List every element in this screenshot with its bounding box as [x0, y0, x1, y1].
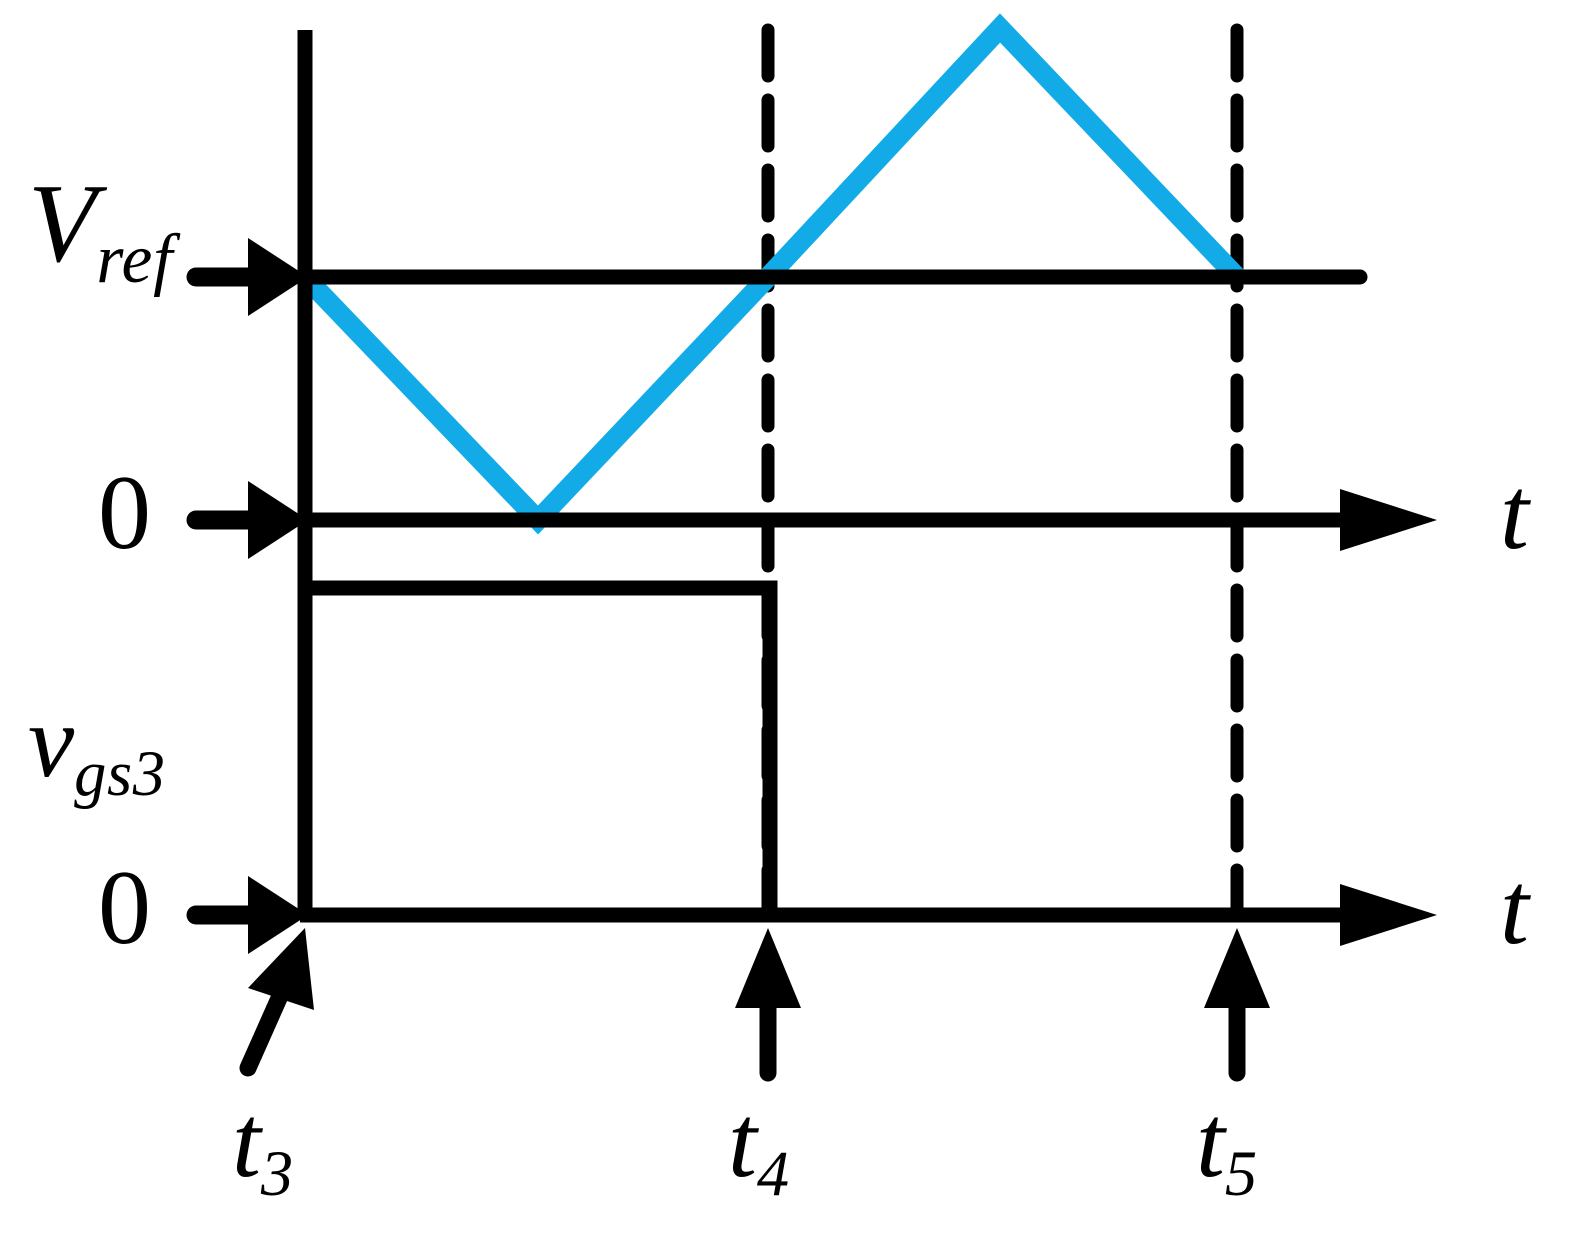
t3-arrow-head: [248, 928, 314, 1010]
t3-marker-arrow-icon: [239, 928, 314, 1077]
vref-label: Vref: [28, 168, 173, 294]
vref-pointer-head: [248, 238, 308, 316]
top-time-axis-arrowhead: [1340, 489, 1437, 551]
vref-pointer-arrow-icon: [186, 238, 308, 316]
t5-label-base: t: [1196, 1084, 1225, 1199]
t4-label-subscript: 4: [756, 1138, 790, 1210]
t3-label: t3: [232, 1090, 294, 1207]
bottom-time-axis-arrowhead: [1340, 884, 1437, 946]
zero-bottom-pointer-head: [248, 876, 308, 954]
t5-label-subscript: 5: [1224, 1138, 1258, 1210]
t3-label-base: t: [232, 1084, 261, 1199]
t5-label: t5: [1196, 1090, 1258, 1207]
vref-label-subscript: ref: [96, 220, 174, 298]
bottom-time-axis: [300, 884, 1437, 946]
vgs3-pulse-waveform: [297, 580, 778, 915]
time-axis-bottom-label: t: [1500, 851, 1529, 966]
vgs3-label-subscript: gs3: [74, 738, 166, 810]
zero-bottom-label: 0: [98, 849, 151, 966]
zero-top-label: 0: [98, 454, 151, 571]
vref-label-base: V: [28, 162, 97, 286]
zero-bottom-pointer-arrow-icon: [186, 876, 308, 954]
t4-marker-arrow-icon: [735, 928, 801, 1082]
t4-label-base: t: [728, 1084, 757, 1199]
zero-top-pointer-head: [248, 481, 308, 559]
t4-label: t4: [728, 1090, 790, 1207]
dashed-marker-lines: [761, 23, 1244, 925]
t4-arrow-head: [735, 928, 801, 1008]
t3-label-subscript: 3: [260, 1138, 294, 1210]
t5-marker-arrow-icon: [1204, 928, 1270, 1082]
zero-top-pointer-arrow-icon: [186, 481, 308, 559]
vgs3-label: vgs3: [28, 690, 166, 807]
t5-arrow-head: [1204, 928, 1270, 1008]
top-time-axis: [305, 489, 1437, 551]
time-axis-top-label: t: [1500, 456, 1529, 571]
vgs3-label-base: v: [28, 684, 75, 799]
